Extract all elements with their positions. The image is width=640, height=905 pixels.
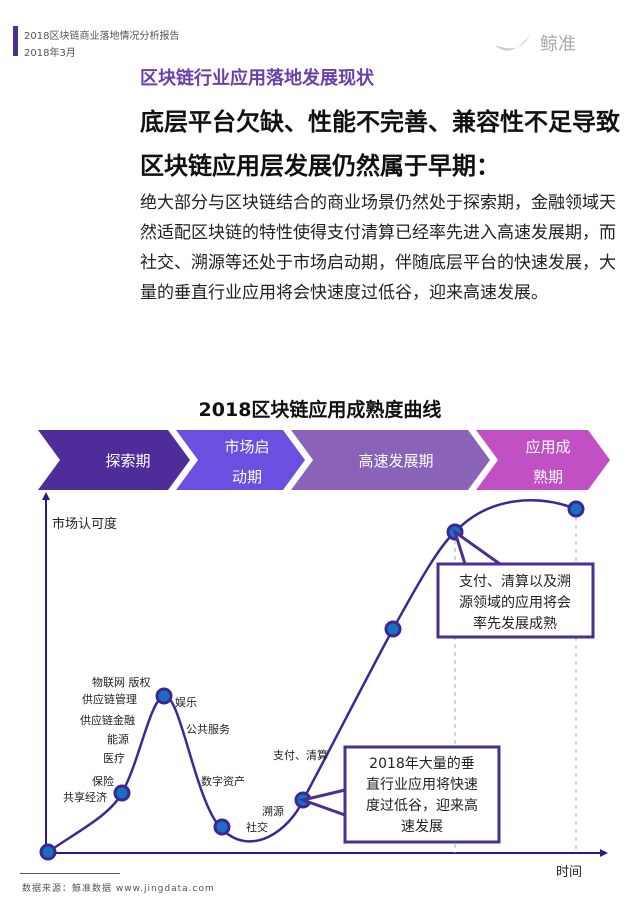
callout-2018-line: 度过低谷，迎来高 <box>366 797 478 814</box>
tech-label: 物联网 版权 <box>92 675 151 689</box>
y-axis-label: 市场认可度 <box>52 516 117 532</box>
tech-label: 社交 <box>246 820 268 834</box>
x-axis-arrow <box>600 849 608 857</box>
logo-text: 鲸准 <box>540 34 576 55</box>
report-date: 2018年3月 <box>24 48 76 59</box>
body-paragraph: 绝大部分与区块链结合的商业场景仍然处于探索期，金融领域天然适配区块链的特性使得支… <box>140 193 616 303</box>
callout-2018: 2018年大量的垂 直行业应用将快速 度过低谷，迎来高 速发展 <box>297 745 501 844</box>
section-title: 区块链行业应用落地发展现状 <box>140 68 374 89</box>
phase-2-label-line2: 动期 <box>232 468 262 486</box>
phase-2-label-line1: 市场启 <box>224 438 269 456</box>
tech-label: 数字资产 <box>201 774 245 788</box>
tech-label: 公共服务 <box>186 723 230 736</box>
phase-1-label: 探索期 <box>105 452 150 470</box>
callout-2018-line: 速发展 <box>401 819 443 835</box>
curve-point <box>213 818 231 836</box>
phase-arrow-3 <box>291 430 490 490</box>
tech-label: 共享经济 <box>63 790 107 804</box>
tech-label: 供应链管理 <box>82 692 137 706</box>
report-title: 2018区块链商业落地情况分析报告 <box>24 31 180 42</box>
phase-arrow-4 <box>476 430 610 490</box>
tech-label: 能源 <box>107 732 129 746</box>
callout-mature-line: 支付、清算以及溯 <box>459 574 571 590</box>
curve-point <box>39 843 57 861</box>
header-accent-bar <box>13 26 18 56</box>
phase-arrow-1 <box>38 430 190 490</box>
source-divider <box>20 873 120 874</box>
tech-label: 医疗 <box>103 751 125 765</box>
phase-4-label-line2: 熟期 <box>533 468 563 486</box>
data-source: 数据来源：鲸准数据 www.jingdata.com <box>22 884 215 894</box>
callout-2018-line: 直行业应用将快速 <box>366 776 478 793</box>
x-axis-label: 时间 <box>556 865 582 880</box>
callout-mature-line: 源领域的应用将会 <box>459 594 571 611</box>
tech-label: 娱乐 <box>175 695 197 709</box>
phase-4-label-line1: 应用成 <box>525 438 570 456</box>
tech-label: 溯源 <box>262 804 284 818</box>
curve-point <box>155 687 173 705</box>
main-title: 底层平台欠缺、性能不完善、兼容性不足导致区块链应用层发展仍然属于早期： <box>140 108 620 180</box>
chart-title: 2018区块链应用成熟度曲线 <box>198 399 442 421</box>
callout-mature: 支付、清算以及溯 源领域的应用将会 率先发展成熟 <box>436 528 595 639</box>
curve-point <box>113 784 131 802</box>
callout-mature-line: 率先发展成熟 <box>473 615 557 632</box>
brand-logo: 鲸准 <box>490 20 620 65</box>
y-axis-arrow <box>42 492 50 500</box>
tech-label: 保险 <box>92 774 114 788</box>
whale-icon <box>495 35 530 51</box>
curve-point <box>567 500 585 518</box>
phase-3-label: 高速发展期 <box>358 452 433 470</box>
tech-label: 供应链金融 <box>80 713 135 727</box>
callout-2018-line: 2018年大量的垂 <box>369 756 475 772</box>
tech-label: 支付、清算 <box>273 748 328 762</box>
phase-arrow-2 <box>176 430 305 490</box>
curve-point <box>384 620 402 638</box>
